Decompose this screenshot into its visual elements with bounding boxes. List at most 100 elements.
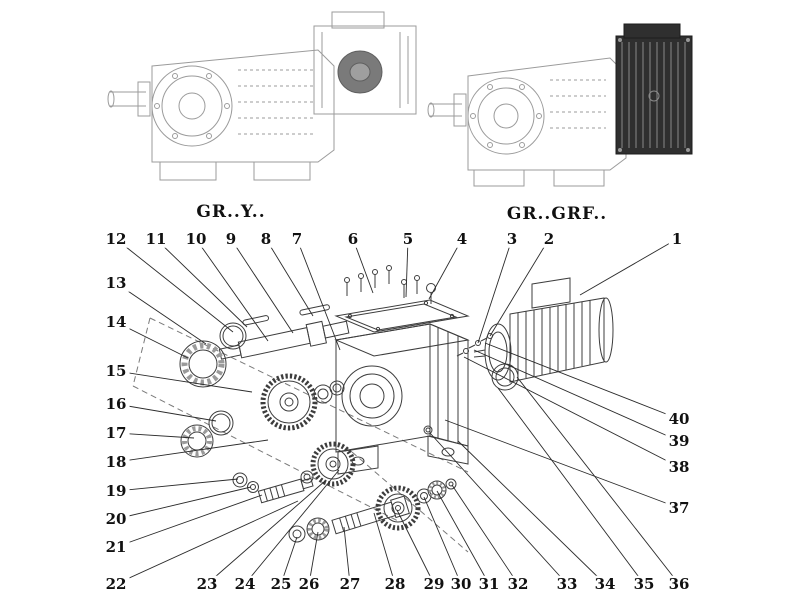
part-number-34: 34 (591, 576, 619, 593)
leader-line-35 (497, 387, 645, 585)
leader-line-26 (308, 531, 319, 585)
leader-line-16 (115, 403, 217, 422)
leader-line-39 (473, 349, 680, 442)
part-number-29: 29 (420, 576, 448, 593)
output-gear (260, 373, 318, 431)
part-number-28: 28 (381, 576, 409, 593)
part-number-8: 8 (257, 231, 275, 248)
exploded-view (132, 265, 614, 553)
leader-line-9 (230, 238, 294, 334)
motor-mount-hardware (456, 333, 519, 391)
part-number-4: 4 (453, 231, 471, 248)
part-number-15: 15 (102, 363, 130, 380)
leader-line-10 (195, 238, 269, 342)
part-number-10: 10 (182, 231, 210, 248)
part-number-6: 6 (344, 231, 362, 248)
drain-plug (423, 425, 433, 435)
part-number-2: 2 (540, 231, 558, 248)
servo-motor-block (615, 23, 693, 155)
leader-line-18 (115, 439, 269, 463)
leader-line-23 (206, 480, 326, 585)
part-number-26: 26 (295, 576, 323, 593)
part-number-36: 36 (665, 576, 693, 593)
pinion-shaft (257, 477, 314, 504)
part-number-22: 22 (102, 576, 130, 593)
part-number-25: 25 (267, 576, 295, 593)
part-number-16: 16 (102, 396, 130, 413)
leader-line-27 (343, 526, 351, 585)
leader-line-30 (423, 496, 462, 585)
part-number-12: 12 (102, 231, 130, 248)
part-number-21: 21 (102, 539, 130, 556)
fan-cover (598, 297, 614, 363)
leader-line-24 (244, 469, 340, 585)
part-number-5: 5 (399, 231, 417, 248)
part-number-40: 40 (665, 411, 693, 428)
leader-line-12 (115, 238, 234, 333)
part-number-38: 38 (665, 459, 693, 476)
part-number-14: 14 (102, 314, 130, 331)
electric-motor (473, 277, 614, 383)
retainer-set (416, 478, 457, 504)
leader-line-33 (429, 432, 568, 585)
part-number-37: 37 (665, 500, 693, 517)
leader-line-3 (477, 238, 513, 344)
leader-line-19 (115, 478, 239, 492)
part-number-23: 23 (193, 576, 221, 593)
terminal-box (531, 277, 571, 309)
leader-line-20 (115, 486, 252, 520)
leader-line-36 (516, 376, 680, 585)
leader-line-32 (451, 484, 519, 585)
part-number-35: 35 (630, 576, 658, 593)
leader-line-21 (115, 494, 263, 548)
product-illustration-flange-mounted (427, 23, 693, 187)
motor-winding (337, 50, 383, 94)
part-number-20: 20 (102, 511, 130, 528)
part-number-30: 30 (447, 576, 475, 593)
part-number-11: 11 (142, 231, 170, 248)
variant-title-gr-y: GR..Y.. (196, 202, 266, 222)
part-number-32: 32 (504, 576, 532, 593)
leader-line-22 (115, 500, 299, 585)
part-number-24: 24 (231, 576, 259, 593)
leader-line-8 (265, 238, 314, 317)
part-number-31: 31 (475, 576, 503, 593)
leader-line-13 (115, 282, 207, 345)
variant-title-gr-grf: GR..GRF.. (506, 204, 608, 224)
leader-line-29 (396, 509, 435, 585)
leader-line-5 (405, 238, 409, 298)
leader-line-40 (484, 342, 680, 420)
gear-spacers (313, 380, 345, 404)
part-number-9: 9 (222, 231, 240, 248)
leader-line-7 (296, 238, 341, 351)
part-number-7: 7 (288, 231, 306, 248)
lower-bearing (306, 517, 330, 541)
gearbox-housing (334, 323, 470, 475)
bearing-large (179, 340, 227, 388)
part-number-27: 27 (336, 576, 364, 593)
seal-ring (219, 322, 247, 350)
inspection-cover (334, 299, 470, 333)
input-gear (375, 485, 421, 531)
leader-line-11 (155, 238, 248, 328)
leader-line-15 (115, 370, 253, 393)
leader-line-2 (489, 238, 550, 337)
washers (232, 472, 259, 493)
part-number-18: 18 (102, 454, 130, 471)
leader-line-6 (352, 238, 374, 294)
spacer-ring (208, 410, 234, 436)
leader-line-28 (373, 512, 396, 585)
part-number-33: 33 (553, 576, 581, 593)
part-number-3: 3 (503, 231, 521, 248)
intermediate-gear (300, 441, 356, 487)
leader-line-4 (428, 238, 463, 300)
part-number-19: 19 (102, 483, 130, 500)
part-number-39: 39 (665, 433, 693, 450)
leader-line-1 (579, 238, 678, 296)
input-shaft (331, 495, 410, 535)
part-number-1: 1 (668, 231, 686, 248)
